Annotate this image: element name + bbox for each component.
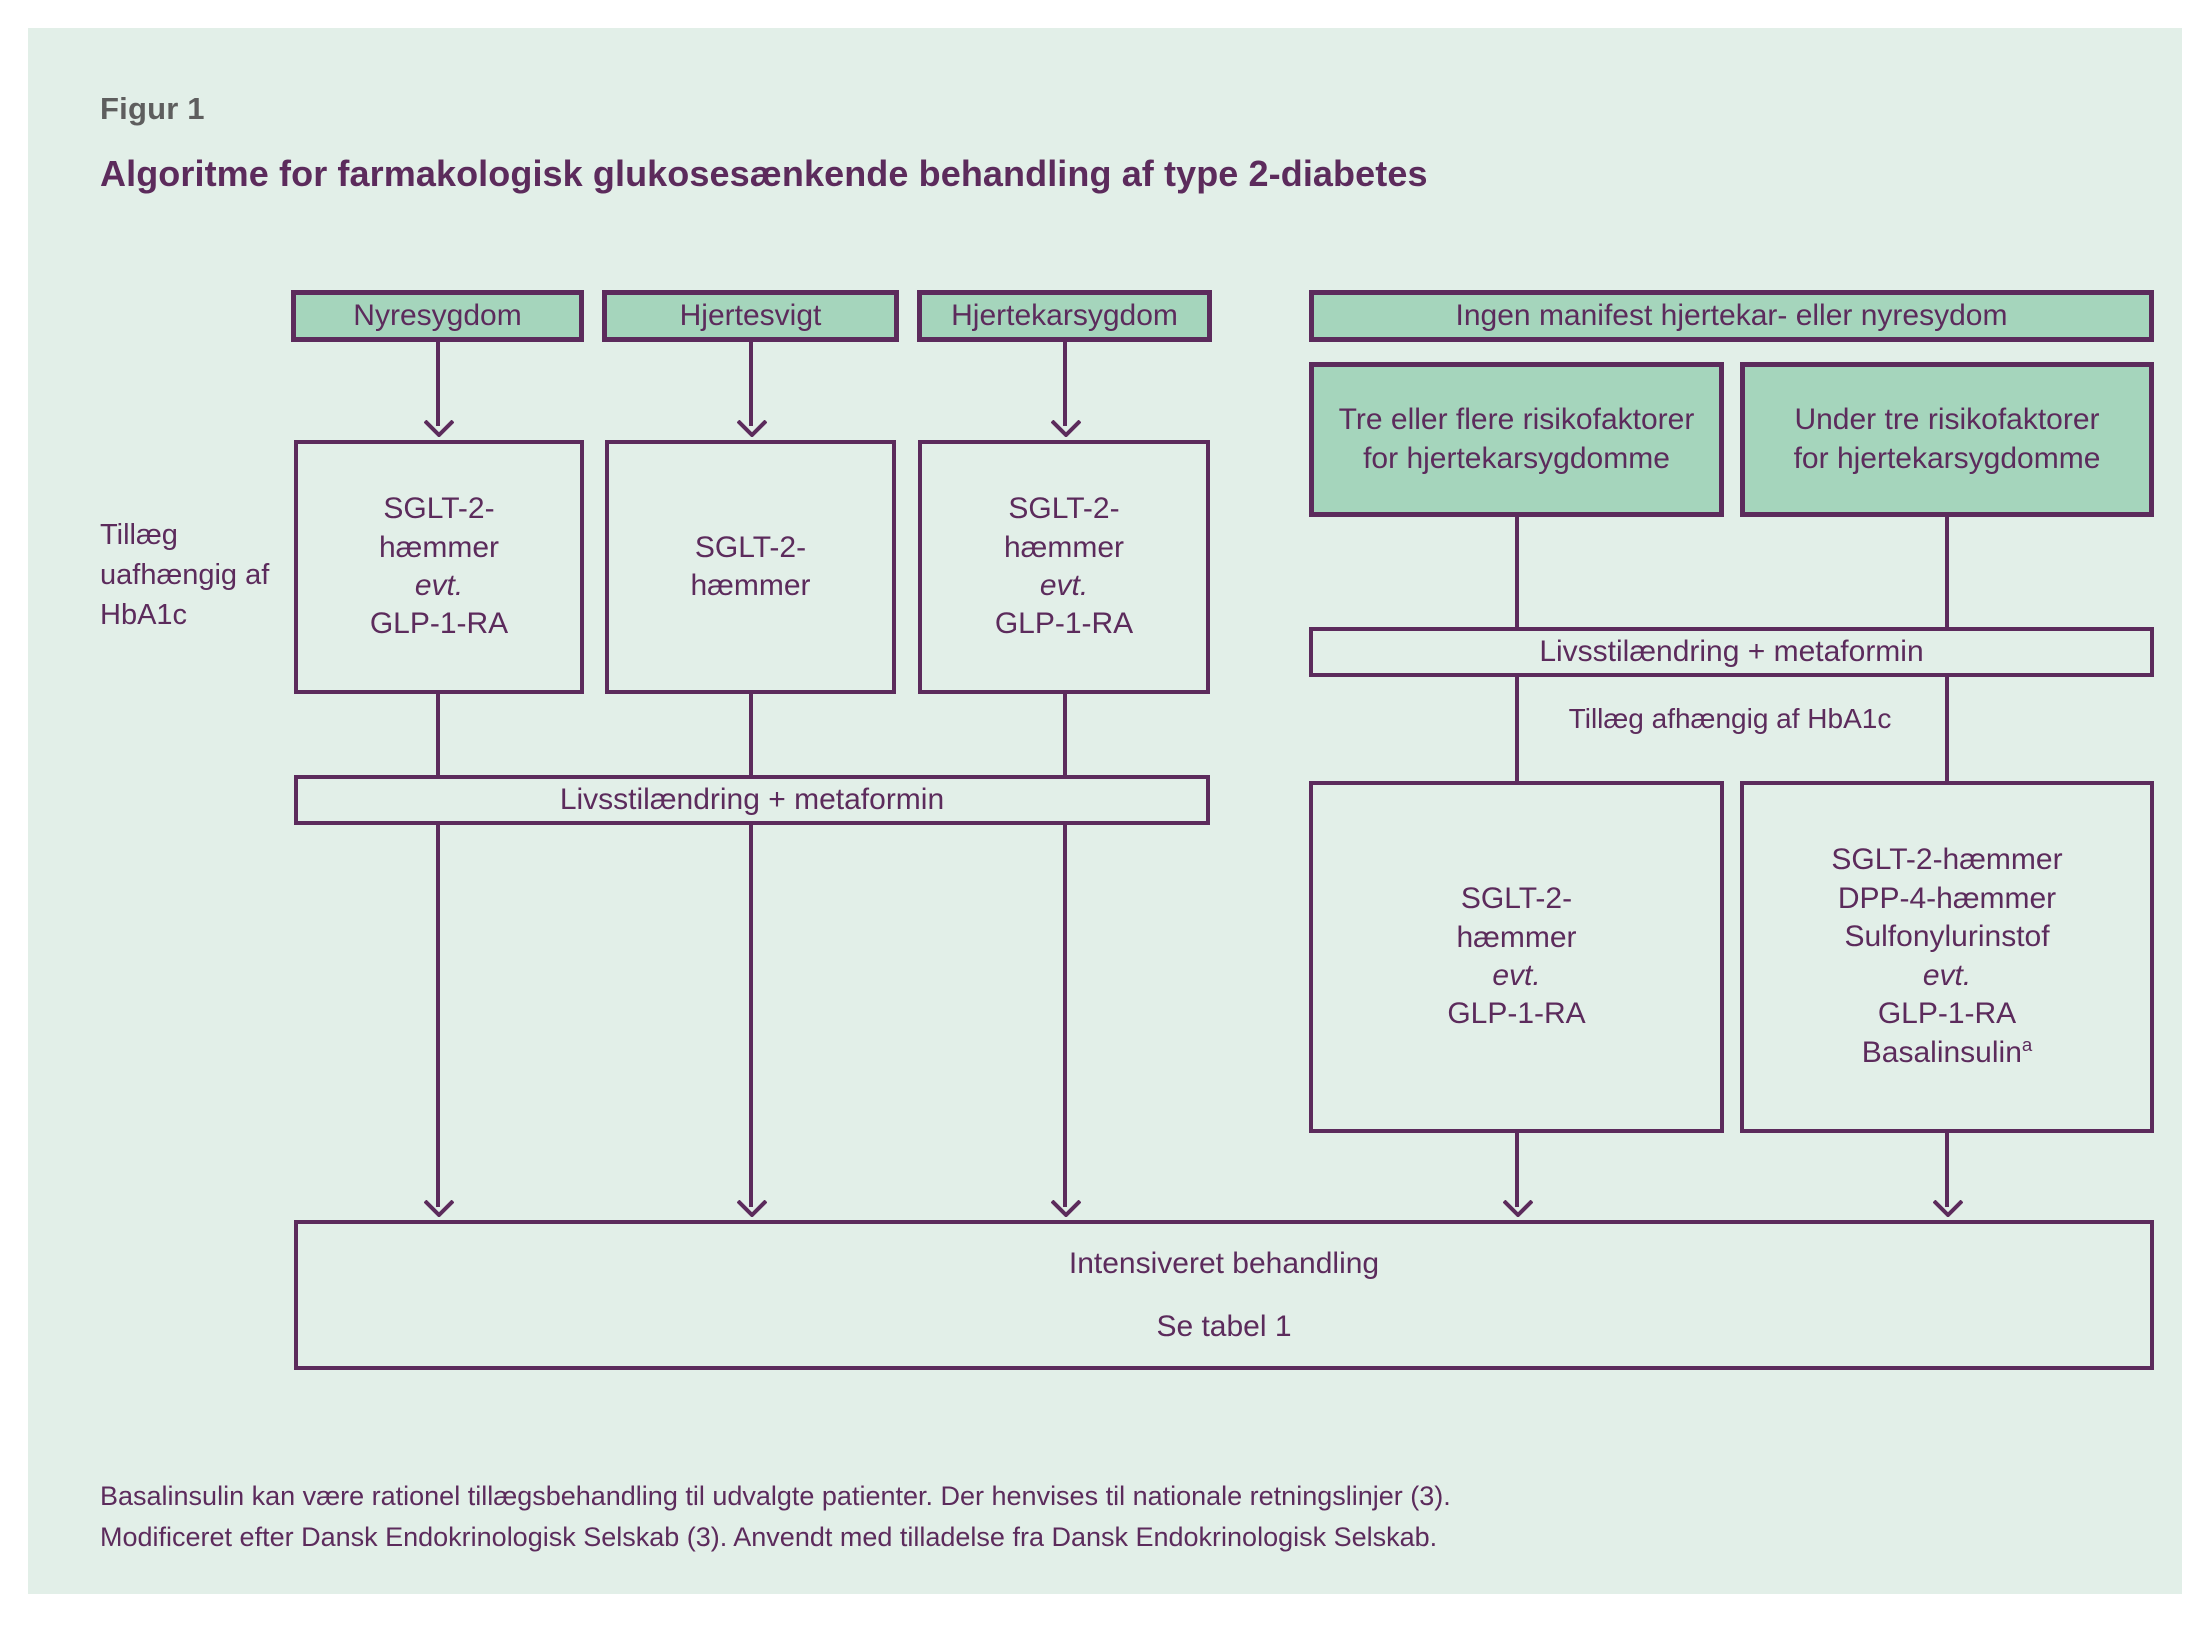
condition-box-nyresygdom[interactable]: Nyresygdom bbox=[291, 290, 584, 342]
arrowhead-icon bbox=[1503, 1200, 1533, 1217]
treatment-line: Sulfonylurinstof bbox=[1844, 920, 2050, 954]
treatment-line: hæmmer bbox=[1003, 530, 1124, 564]
treatment-line: SGLT-2- bbox=[694, 530, 807, 564]
risk-group-line: for hjertekarsygdomme bbox=[1793, 441, 2101, 475]
right-branch-header-label: Ingen manifest hjertekar- eller nyresydo… bbox=[1455, 298, 2008, 332]
treatment-box-right-2[interactable]: SGLT-2-hæmmer DPP-4-hæmmer Sulfonylurins… bbox=[1740, 781, 2154, 1133]
treatment-line: SGLT-2- bbox=[1008, 492, 1120, 526]
connector-line bbox=[1063, 342, 1067, 426]
connector-line bbox=[436, 825, 440, 1207]
treatment-line: SGLT-2-hæmmer bbox=[1831, 843, 2063, 877]
arrowhead-icon bbox=[424, 1200, 454, 1217]
connector-line bbox=[1515, 677, 1519, 781]
connector-line bbox=[749, 825, 753, 1207]
condition-box-hjertesvigt[interactable]: Hjertesvigt bbox=[602, 290, 899, 342]
footnote-marker: a bbox=[2021, 1034, 2033, 1056]
side-label-line3: af HbA1c bbox=[100, 559, 270, 632]
footnote: Basalinsulin kan være rationel tillægsbe… bbox=[100, 1476, 1800, 1557]
treatment-line: hæmmer bbox=[1456, 920, 1577, 954]
condition-label: Nyresygdom bbox=[353, 298, 522, 332]
right-branch-header-box[interactable]: Ingen manifest hjertekar- eller nyresydo… bbox=[1309, 290, 2154, 342]
arrowhead-icon bbox=[737, 420, 767, 437]
risk-group-box-under-three[interactable]: Under tre risikofaktorer for hjertekarsy… bbox=[1740, 362, 2154, 517]
figure-title: Algoritme for farmakologisk glukosesænke… bbox=[100, 153, 1428, 194]
connector-line bbox=[1945, 677, 1949, 781]
connector-line bbox=[1063, 825, 1067, 1207]
treatment-line: GLP-1-RA bbox=[994, 607, 1134, 641]
treatment-box-left-2[interactable]: SGLT-2- hæmmer bbox=[605, 440, 896, 694]
figure-label: Figur 1 bbox=[100, 91, 205, 126]
treatment-box-right-1[interactable]: SGLT-2- hæmmer evt. GLP-1-RA bbox=[1309, 781, 1724, 1133]
condition-label: Hjertesvigt bbox=[679, 298, 822, 332]
connector-line bbox=[749, 342, 753, 426]
treatment-evt: evt. bbox=[1492, 959, 1541, 992]
side-label-line1: Tillæg bbox=[100, 519, 178, 551]
connector-line bbox=[1945, 517, 1949, 627]
basalinsulin-text: Basalinsulin bbox=[1861, 1036, 2022, 1070]
lifestyle-bar-right[interactable]: Livsstilændring + metaformin bbox=[1309, 627, 2154, 677]
condition-label: Hjertekarsygdom bbox=[951, 298, 1178, 332]
arrowhead-icon bbox=[1051, 420, 1081, 437]
treatment-line: DPP-4-hæmmer bbox=[1837, 881, 2057, 915]
condition-box-hjertekarsygdom[interactable]: Hjertekarsygdom bbox=[917, 290, 1212, 342]
treatment-evt: evt. bbox=[414, 569, 464, 602]
connector-line bbox=[436, 694, 440, 775]
arrowhead-icon bbox=[1051, 1200, 1081, 1217]
side-label-hba1c-independent: Tillæg uafhængig af HbA1c bbox=[100, 515, 290, 635]
treatment-line-basalinsulin: Basalinsulina bbox=[1754, 1033, 2140, 1072]
connector-line bbox=[436, 342, 440, 426]
risk-group-line: Tre eller flere risikofaktorer bbox=[1338, 403, 1695, 437]
footnote-line-1: Basalinsulin kan være rationel tillægsbe… bbox=[100, 1481, 1451, 1511]
connector-line bbox=[1515, 517, 1519, 627]
treatment-box-left-1[interactable]: SGLT-2- hæmmer evt. GLP-1-RA bbox=[294, 440, 584, 694]
outcome-box[interactable]: Intensiveret behandling Se tabel 1 bbox=[294, 1220, 2154, 1370]
treatment-line: SGLT-2- bbox=[1460, 882, 1573, 916]
treatment-line: hæmmer bbox=[690, 569, 811, 602]
outcome-line-2: Se tabel 1 bbox=[1156, 1310, 1292, 1343]
side-label-line2: uafhængig bbox=[100, 559, 238, 592]
lifestyle-bar-left[interactable]: Livsstilændring + metaformin bbox=[294, 775, 1210, 825]
risk-group-line: Under tre risikofaktorer bbox=[1794, 403, 2100, 437]
lifestyle-bar-label: Livsstilændring + metaformin bbox=[1539, 634, 1924, 668]
risk-group-line: for hjertekarsygdomme bbox=[1363, 441, 1670, 475]
connector-line bbox=[1063, 694, 1067, 775]
figure-panel: Figur 1 Algoritme for farmakologisk gluk… bbox=[28, 28, 2182, 1594]
arrowhead-icon bbox=[737, 1200, 767, 1217]
lifestyle-bar-label: Livsstilændring + metaformin bbox=[559, 782, 945, 816]
outcome-line-1: Intensiveret behandling bbox=[1068, 1247, 1380, 1280]
treatment-line: GLP-1-RA bbox=[1447, 997, 1586, 1031]
arrowhead-icon bbox=[1933, 1200, 1963, 1217]
connector-line bbox=[749, 694, 753, 775]
treatment-line: GLP-1-RA bbox=[1877, 996, 2017, 1030]
treatment-line: hæmmer bbox=[378, 530, 499, 564]
treatment-evt: evt. bbox=[1922, 958, 1972, 992]
treatment-line: SGLT-2- bbox=[383, 492, 495, 526]
connector-line bbox=[1945, 1133, 1949, 1207]
risk-group-box-three-or-more[interactable]: Tre eller flere risikofaktorer for hjert… bbox=[1309, 362, 1724, 517]
treatment-evt: evt. bbox=[1039, 569, 1089, 602]
treatment-line: GLP-1-RA bbox=[369, 607, 509, 641]
hba1c-dependent-label: Tillæg afhængig af HbA1c bbox=[1568, 703, 1892, 734]
arrowhead-icon bbox=[424, 420, 454, 437]
footnote-line-2: Modificeret efter Dansk Endokrinologisk … bbox=[100, 1521, 1438, 1552]
treatment-box-left-3[interactable]: SGLT-2- hæmmer evt. GLP-1-RA bbox=[918, 440, 1210, 694]
connector-line bbox=[1515, 1133, 1519, 1207]
